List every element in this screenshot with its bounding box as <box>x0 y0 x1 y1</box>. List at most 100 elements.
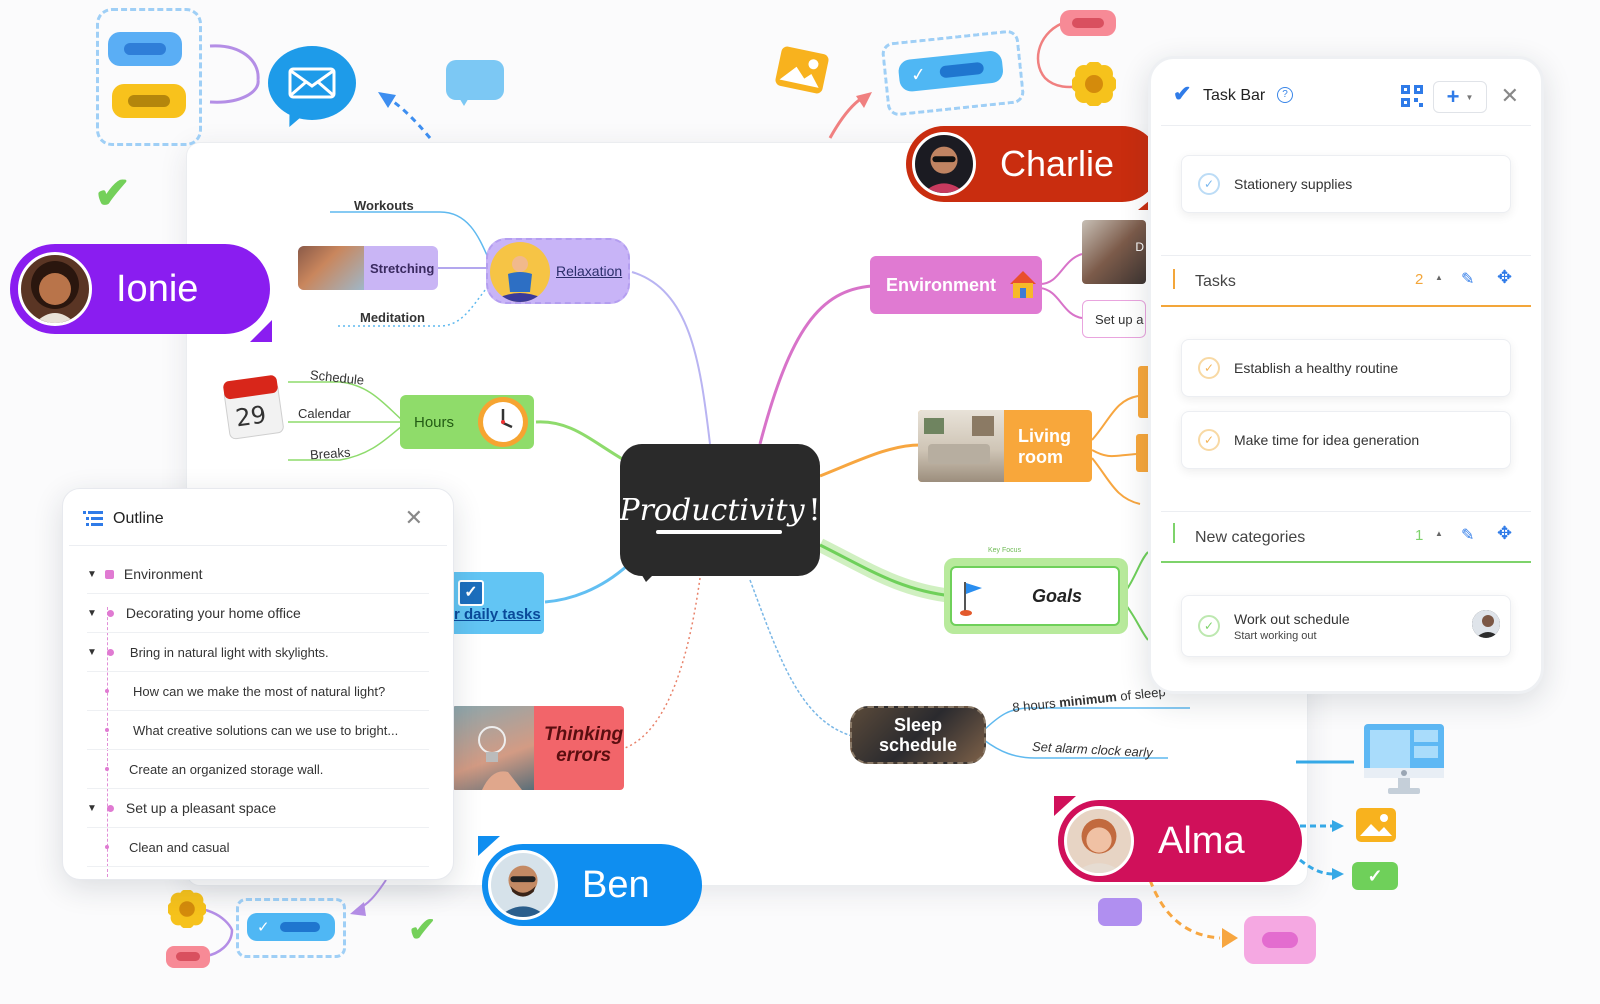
category-color-square <box>104 569 114 579</box>
taskbar-panel[interactable]: ✔ Task Bar ? +▼ ✕ ✓ Stationery supplies … <box>1148 56 1544 694</box>
avatar <box>488 850 558 920</box>
task-checkbox[interactable]: ✓ <box>1198 615 1220 637</box>
task-card[interactable]: ✓ Work out schedule Start working out <box>1181 595 1511 657</box>
edit-pencil-icon[interactable]: ✎ <box>1461 271 1475 288</box>
branch-hours[interactable]: Hours <box>400 395 534 449</box>
branch-sleep-schedule[interactable]: Sleep schedule <box>850 706 986 764</box>
central-mark: ! <box>808 492 821 528</box>
user-tag-ionie: Ionie <box>10 244 270 334</box>
branch-thinking-errors[interactable]: Thinking errors <box>452 706 624 790</box>
user-tag-alma: Alma <box>1058 800 1302 882</box>
dashed-task-decoration: ✓ <box>880 28 1026 118</box>
branch-daily-tasks[interactable]: ✓ r daily tasks <box>448 572 544 634</box>
checkbox-icon: ✓ <box>458 580 484 606</box>
clock-icon <box>476 395 530 449</box>
task-checkbox[interactable]: ✓ <box>1198 429 1220 451</box>
branch-relaxation[interactable]: Relaxation <box>486 238 630 304</box>
help-icon[interactable]: ? <box>1277 87 1293 103</box>
underline-decoration <box>656 530 782 534</box>
outline-row[interactable]: Clean and casual <box>87 828 429 867</box>
alma-cursor <box>1054 796 1076 816</box>
central-node[interactable]: Productivity! <box>619 444 821 576</box>
edit-pencil-icon[interactable]: ✎ <box>1461 527 1475 544</box>
task-card[interactable]: ✓ Make time for idea generation <box>1181 411 1511 469</box>
avatar <box>1064 806 1134 876</box>
sub-topic-stretching[interactable]: Stretching <box>298 246 438 290</box>
ben-cursor <box>478 836 500 856</box>
living-sub-card[interactable] <box>1138 366 1148 418</box>
branch-environment[interactable]: Environment <box>870 256 1042 314</box>
sub-topic-calendar[interactable]: Calendar <box>298 406 351 421</box>
dashed-card-decoration <box>96 8 202 146</box>
living-sub-card[interactable] <box>1136 434 1148 472</box>
yellow-pill-decoration <box>112 84 186 118</box>
pink-pill-decoration <box>1060 10 1116 36</box>
outline-row[interactable]: ▼ Bring in natural light with skylights. <box>87 633 429 672</box>
mail-bubble-icon <box>268 46 356 120</box>
living-label-2: room <box>1018 447 1063 467</box>
section-color-bar <box>1173 523 1175 543</box>
flower-icon <box>1071 61 1117 107</box>
task-checkbox[interactable]: ✓ <box>1198 357 1220 379</box>
close-icon[interactable]: ✕ <box>404 505 423 530</box>
sleep-label-2: schedule <box>878 735 958 755</box>
avatar <box>912 132 976 196</box>
chevron-down-icon: ▼ <box>1465 92 1474 102</box>
section-color-bar <box>1173 269 1175 289</box>
goals-key-focus-tag: Key Focus <box>988 547 1022 554</box>
sub-topic-set-up[interactable]: Set up a <box>1082 300 1146 338</box>
blue-pill-decoration <box>108 32 182 66</box>
yoga-person-icon <box>490 242 550 302</box>
outline-row[interactable]: ▼ Environment <box>87 555 429 594</box>
chevron-down-icon[interactable]: ▼ <box>87 607 97 619</box>
outline-panel[interactable]: Outline ✕ ▼ Environment ▼ Decorating you… <box>62 488 454 880</box>
outline-row[interactable]: How can we make the most of natural ligh… <box>87 672 429 711</box>
computer-icon <box>1362 722 1446 798</box>
chevron-down-icon[interactable]: ▼ <box>87 646 97 658</box>
branch-goals[interactable]: Goals <box>944 558 1128 634</box>
sub-topic-meditation[interactable]: Meditation <box>360 310 425 325</box>
outline-title: Outline <box>113 510 164 527</box>
sleep-label-1: Sleep <box>893 715 943 735</box>
lightbulb-photo <box>452 706 534 790</box>
move-icon[interactable]: ✥ <box>1497 523 1513 543</box>
section-new-categories[interactable]: New categories 1 ▲ ✎ ✥ <box>1161 515 1531 563</box>
task-card[interactable]: ✓ Stationery supplies <box>1181 155 1511 213</box>
check-icon: ✔ <box>1173 81 1192 106</box>
chevron-down-icon[interactable]: ▼ <box>87 802 97 814</box>
user-tag-charlie: Charlie <box>906 126 1160 202</box>
outline-row[interactable]: ▼ Decorating your home office <box>87 594 429 633</box>
central-label: Productivity <box>619 492 805 528</box>
checkmark-icon: ✔ <box>408 911 437 949</box>
outline-row[interactable]: What creative solutions can we use to br… <box>87 711 429 750</box>
sub-topic-breaks[interactable]: Breaks <box>309 444 351 463</box>
avatar <box>18 252 92 326</box>
taskbar-title: Task Bar <box>1203 87 1266 104</box>
user-tag-ben: Ben <box>482 844 702 926</box>
add-button[interactable]: +▼ <box>1433 81 1487 113</box>
calendar-icon: 29 <box>218 368 289 442</box>
sub-topic-workouts[interactable]: Workouts <box>354 198 414 213</box>
dashed-task-decoration: ✓ <box>236 898 346 958</box>
branch-living-room[interactable]: Living room <box>918 410 1092 482</box>
living-label-1: Living <box>1018 426 1071 446</box>
flag-icon <box>960 580 984 621</box>
outline-tree-line <box>107 607 108 877</box>
image-icon <box>1356 808 1396 842</box>
outline-row[interactable]: Create an organized storage wall. <box>87 750 429 789</box>
task-checkbox[interactable]: ✓ <box>1198 173 1220 195</box>
section-tasks[interactable]: Tasks 2 ▲ ✎ ✥ <box>1161 259 1531 307</box>
flower-icon <box>167 889 207 929</box>
move-icon[interactable]: ✥ <box>1497 267 1513 287</box>
close-icon[interactable]: ✕ <box>1500 83 1519 108</box>
task-card[interactable]: ✓ Establish a healthy routine <box>1181 339 1511 397</box>
check-badge-icon: ✓ <box>1352 862 1398 890</box>
chevron-up-icon[interactable]: ▲ <box>1435 529 1443 538</box>
chevron-up-icon[interactable]: ▲ <box>1435 273 1443 282</box>
central-tail <box>640 572 656 582</box>
qr-grid-icon[interactable] <box>1401 85 1423 112</box>
avatar <box>1472 610 1500 638</box>
outline-row[interactable]: ▼ Set up a pleasant space <box>87 789 429 828</box>
chevron-down-icon[interactable]: ▼ <box>87 568 97 580</box>
